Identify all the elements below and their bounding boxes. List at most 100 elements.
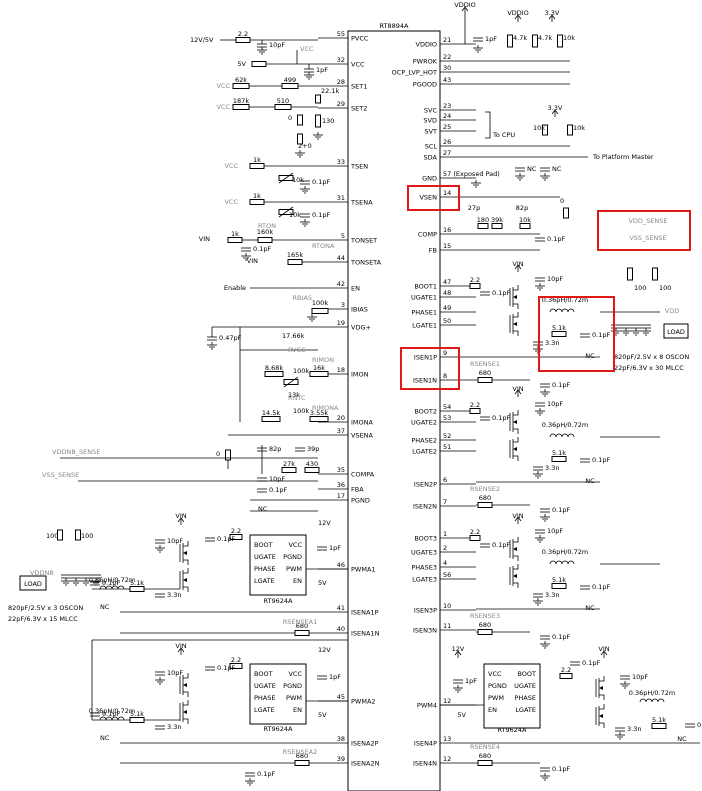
pin-number: 19 (337, 319, 345, 327)
resistor (75, 529, 81, 541)
pin-label-comp: COMP (418, 231, 437, 239)
resistor-value: 680 (296, 752, 308, 760)
driver-pin-label: BOOT (254, 670, 273, 678)
driver-pin-label: VCC (288, 670, 302, 678)
load-vddnb (19, 575, 47, 591)
pin-label-phase2: PHASE2 (411, 437, 437, 445)
pin-label-lgate1: LGATE1 (412, 322, 437, 330)
driver-pin-label: UGATE (514, 682, 536, 690)
pin-label-phase1: PHASE1 (411, 309, 437, 317)
pin-label-scl: SCL (425, 143, 438, 151)
driver-pin-label: PWM (286, 565, 302, 573)
pin-number: 50 (443, 317, 451, 325)
pin-label-set1: SET1 (351, 83, 367, 91)
inductor-value: 0.36pH/0.72m (542, 548, 588, 556)
load-vdd (663, 323, 689, 339)
pin-label-isen4p: ISEN4P (414, 740, 437, 748)
pin-label-isen3n: ISEN3N (413, 627, 437, 635)
nc-label: NC (585, 352, 595, 360)
load-label: LOAD (667, 328, 685, 336)
resistor (559, 673, 573, 679)
resistor (281, 467, 297, 473)
resistor (225, 449, 231, 461)
pin-label-en: EN (351, 285, 360, 293)
mosfet-arrow-icon (183, 578, 187, 582)
resistor (551, 456, 567, 462)
mosfet-drain (513, 564, 519, 570)
capacitor-value: 1pF (316, 66, 328, 74)
resistor (129, 717, 145, 723)
resistor-value: 2.2 (470, 276, 480, 284)
pin-number: 23 (443, 102, 451, 110)
resistor (297, 133, 303, 145)
ic-name: RT8894A (379, 22, 409, 30)
resistor-value: 100 (659, 284, 671, 292)
pin-number: 38 (337, 735, 345, 743)
resistor (129, 586, 145, 592)
pin-number: 42 (337, 280, 345, 288)
resistor (235, 37, 251, 43)
mosfet-arrow-icon (183, 683, 187, 687)
capacitor-value: 0.1pF (592, 456, 610, 464)
pin-label-isena2p: ISENA2P (351, 740, 379, 748)
inductor (549, 433, 575, 438)
pin-number: 43 (443, 76, 451, 84)
resistor-value: 10k (519, 216, 531, 224)
vdd-sense-label: VDD_SENSE (628, 217, 667, 225)
driver-name: RT9624A (263, 725, 293, 733)
capacitor-value: 3.3n (545, 464, 559, 472)
pin-label-svd: SVD (423, 117, 437, 125)
pin-number: 24 (443, 112, 451, 120)
capacitor-value: 1pF (329, 673, 341, 681)
capacitor-value: 1pF (485, 35, 497, 43)
resistor-value: 39k (491, 216, 503, 224)
pin-label-boot3: BOOT3 (414, 535, 437, 543)
resistor-value: 5.1k (652, 716, 666, 724)
driver-name: RT9624A (263, 597, 293, 605)
pin-label-compa: COMPA (351, 471, 375, 479)
capacitor-value: 10pF (547, 400, 563, 408)
resistor-value: 5.1k (130, 710, 144, 718)
resistor-value: 130 (322, 117, 334, 125)
pin-number: 48 (443, 289, 451, 297)
resistor (229, 663, 243, 669)
mosfet-source (183, 559, 189, 565)
to-cpu-label: To CPU (492, 131, 515, 139)
driver-pin-label: EN (293, 706, 302, 714)
mosfet-source (513, 582, 519, 588)
vin-label: VIN (598, 645, 609, 653)
pin-number: 5 (341, 232, 345, 240)
capacitor-value: 0.1pF (217, 535, 235, 543)
capacitor-value: 0.1pF (582, 659, 600, 667)
resistor-value: 8.68k (265, 364, 283, 372)
pin-label-isen4n: ISEN4N (413, 760, 437, 768)
resistor-value: 10k (533, 124, 545, 132)
resistor (469, 408, 481, 414)
capacitor-value: 10pF (547, 275, 563, 283)
mosfet-drain (599, 704, 605, 710)
pin-number: 18 (337, 366, 345, 374)
resistor-value: 2.2 (470, 528, 480, 536)
pin-label-svc: SVC (424, 107, 438, 115)
resistor-value: 5.1k (552, 576, 566, 584)
pin-number: 44 (337, 254, 345, 262)
mosfet-drain (183, 673, 189, 679)
mosfet-drain (183, 700, 189, 706)
capacitor-value: 0.1pF (312, 211, 330, 219)
driver-name: RT9624A (497, 726, 527, 734)
resistor-value: 4.7k (513, 34, 527, 42)
resistor (304, 467, 320, 473)
resistor (551, 331, 567, 337)
driver-pin-label: BOOT (517, 670, 536, 678)
pin-number: 11 (443, 622, 451, 630)
pin-label-fb: FB (429, 247, 437, 255)
resistor (229, 534, 243, 540)
pin-number: 16 (443, 226, 451, 234)
vin-label: VIN (512, 260, 523, 268)
capacitor-value: 0.1pF (269, 486, 287, 494)
vin-label: VIN (512, 512, 523, 520)
vss-sense-label: VSS_SENSE (629, 234, 666, 242)
capacitor-value: 0.1pF (102, 579, 120, 587)
label: RIMONA (312, 404, 339, 412)
